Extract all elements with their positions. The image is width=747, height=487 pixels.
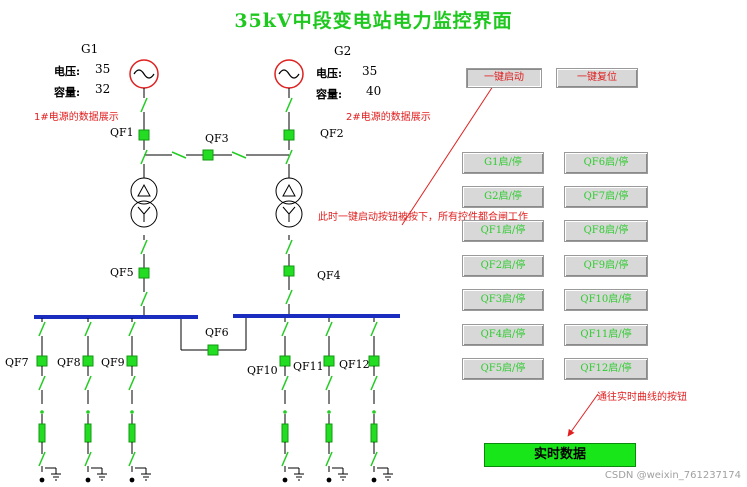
page-title: 35kV中段变电站电力监控界面 xyxy=(234,10,513,32)
breaker-qf2 xyxy=(283,129,295,141)
label-qf5: QF5 xyxy=(110,266,134,279)
control-button-right-5[interactable]: QF10启/停 xyxy=(564,289,648,311)
breaker-qf11 xyxy=(323,355,335,367)
g1-capacity-value: 32 xyxy=(95,82,111,96)
control-button-left-3[interactable]: QF1启/停 xyxy=(462,220,544,242)
control-button-right-2[interactable]: QF7启/停 xyxy=(564,186,648,208)
load-qf10 xyxy=(281,423,289,443)
label-qf2: QF2 xyxy=(320,127,344,140)
label-qf6: QF6 xyxy=(205,326,229,339)
generator-g1-icon xyxy=(129,59,159,89)
load-qf7 xyxy=(38,423,46,443)
start-all-button[interactable]: 一键启动 xyxy=(466,68,542,88)
g2-note: 2#电源的数据展示 xyxy=(346,112,431,123)
g2-capacity-label: 容量: xyxy=(316,88,343,101)
control-button-left-4[interactable]: QF2启/停 xyxy=(462,255,544,277)
realtime-data-button[interactable]: 实时数据 xyxy=(484,443,636,467)
g1-voltage-value: 35 xyxy=(95,62,111,76)
realtime-annotation: 通往实时曲线的按钮 xyxy=(597,392,687,403)
watermark: CSDN @weixin_761237174 xyxy=(604,470,741,481)
breaker-qf7 xyxy=(36,355,48,367)
control-button-right-6[interactable]: QF11启/停 xyxy=(564,324,648,346)
load-qf11 xyxy=(325,423,333,443)
control-button-left-5[interactable]: QF3启/停 xyxy=(462,289,544,311)
g1-name: G1 xyxy=(81,42,99,56)
load-qf9 xyxy=(128,423,136,443)
transformer-t1-icon xyxy=(130,177,158,228)
reset-all-button[interactable]: 一键复位 xyxy=(556,68,638,88)
control-button-left-7[interactable]: QF5启/停 xyxy=(462,358,544,380)
g2-name: G2 xyxy=(334,44,352,58)
control-button-left-6[interactable]: QF4启/停 xyxy=(462,324,544,346)
breaker-qf12 xyxy=(368,355,380,367)
breaker-qf3 xyxy=(202,149,214,161)
label-qf9: QF9 xyxy=(101,356,125,369)
label-qf11: QF11 xyxy=(293,360,324,373)
control-button-right-7[interactable]: QF12启/停 xyxy=(564,358,648,380)
g2-voltage-label: 电压: xyxy=(316,67,343,80)
label-qf12: QF12 xyxy=(339,358,370,371)
label-qf3: QF3 xyxy=(205,132,229,145)
start-annotation: 此时一键启动按钮被按下，所有控件都合闸工作 xyxy=(318,212,528,223)
label-qf4: QF4 xyxy=(317,269,341,282)
label-qf8: QF8 xyxy=(57,356,81,369)
transformer-t2-icon xyxy=(275,177,303,228)
breaker-qf4 xyxy=(283,265,295,277)
breaker-qf5 xyxy=(138,267,150,279)
control-button-left-1[interactable]: G1启/停 xyxy=(462,152,544,174)
breaker-qf9 xyxy=(126,355,138,367)
control-button-left-2[interactable]: G2启/停 xyxy=(462,186,544,208)
label-qf1: QF1 xyxy=(110,126,134,139)
g2-capacity-value: 40 xyxy=(366,84,382,98)
control-button-right-4[interactable]: QF9启/停 xyxy=(564,255,648,277)
breaker-qf1 xyxy=(138,129,150,141)
label-qf7: QF7 xyxy=(5,356,29,369)
breaker-qf10 xyxy=(279,355,291,367)
generator-g2-icon xyxy=(274,59,304,89)
g1-voltage-label: 电压: xyxy=(54,65,81,78)
load-qf8 xyxy=(84,423,92,443)
label-qf10: QF10 xyxy=(247,364,278,377)
control-button-right-1[interactable]: QF6启/停 xyxy=(564,152,648,174)
control-button-right-3[interactable]: QF8启/停 xyxy=(564,220,648,242)
g1-note: 1#电源的数据展示 xyxy=(34,112,119,123)
breaker-qf8 xyxy=(82,355,94,367)
g2-voltage-value: 35 xyxy=(362,64,378,78)
g1-capacity-label: 容量: xyxy=(54,86,81,99)
load-qf12 xyxy=(370,423,378,443)
breaker-qf6 xyxy=(207,344,219,356)
